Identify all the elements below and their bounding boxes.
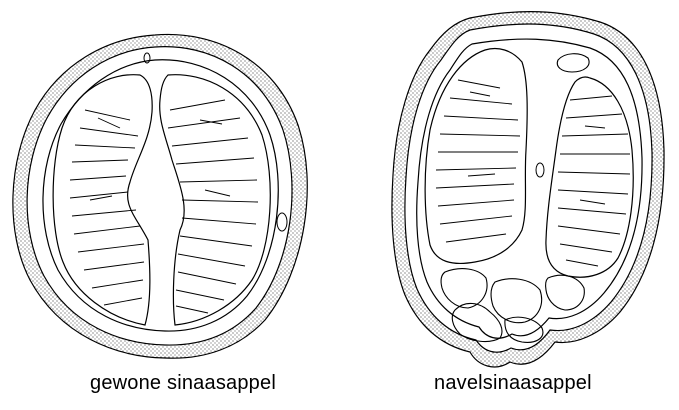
navel-blob-right [546,275,585,310]
navel-orange-right-segment [546,77,633,277]
navel-orange-vesicles-right [558,96,630,266]
common-orange-vesicles-left [70,110,144,305]
common-orange-rind [13,34,307,358]
common-orange-vesicles-right [168,100,258,313]
navel-orange-pith [417,39,642,338]
navel-blob-center [491,279,542,323]
navel-orange-rind [392,12,664,367]
navel-orange-seed [557,54,589,72]
navel-orange-core-gland [536,163,544,177]
navel-orange-section [392,12,664,367]
caption-navel-orange: navelsinaasappel [434,372,592,395]
common-orange-oil-gland [277,213,287,231]
navel-blob-left [441,269,487,308]
navel-orange-left-segment [425,49,527,264]
common-orange-section [13,34,307,358]
navel-orange-vesicles-left [436,80,520,242]
caption-common-orange: gewone sinaasappel [90,372,276,395]
